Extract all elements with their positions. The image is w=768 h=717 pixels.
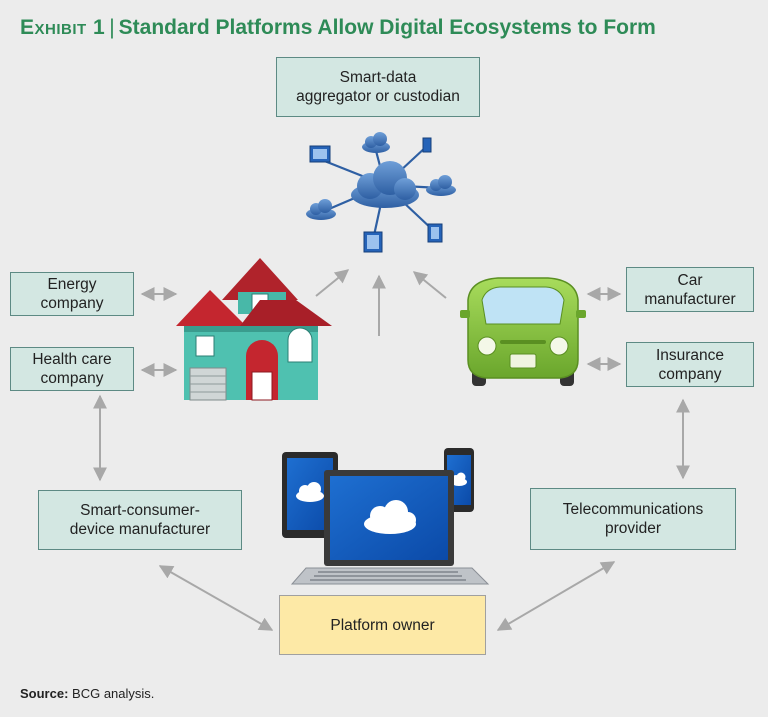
- connector-arrows: [93, 269, 690, 631]
- car-icon: [460, 277, 586, 386]
- arrow-car-cloud: [412, 271, 447, 299]
- laptop-icon: [290, 470, 490, 585]
- node-device-manufacturer: Smart-consumer- device manufacturer: [38, 490, 242, 550]
- node-health: Health care company: [10, 347, 134, 391]
- title-separator: |: [109, 16, 115, 39]
- node-insurance-line1: Insurance: [655, 346, 725, 364]
- exhibit-title: Exhibit 1|Standard Platforms Allow Digit…: [20, 16, 656, 40]
- node-health-line1: Health care: [32, 351, 112, 368]
- node-car-line2: manufacturer: [644, 290, 736, 308]
- source-label: Source:: [20, 686, 69, 701]
- house-icon: [176, 258, 332, 401]
- cloud-network-icon: [306, 132, 456, 253]
- title-text: Standard Platforms Allow Digital Ecosyst…: [118, 16, 656, 39]
- arrow-telecom-owner: [496, 561, 616, 631]
- node-car-manufacturer: Car manufacturer: [626, 267, 754, 312]
- node-owner-label: Platform owner: [330, 616, 435, 634]
- node-energy: Energy company: [10, 272, 134, 316]
- node-telecom-line1: Telecommunications: [562, 501, 704, 518]
- node-aggregator-line2: aggregator or custodian: [296, 88, 460, 105]
- arrow-house-cloud: [315, 269, 350, 297]
- node-energy-line1: Energy: [47, 276, 97, 293]
- node-insurance-line2: company: [658, 365, 722, 383]
- exhibit-label: Exhibit 1: [20, 16, 106, 39]
- node-device-line2: device manufacturer: [69, 521, 211, 538]
- node-car-line1: Car: [677, 271, 703, 289]
- node-device-line1: Smart-consumer-: [80, 502, 200, 519]
- node-energy-line2: company: [40, 295, 104, 312]
- node-health-line2: company: [40, 370, 104, 387]
- node-platform-owner: Platform owner: [279, 595, 486, 655]
- node-aggregator-line1: Smart-data: [339, 69, 417, 86]
- node-aggregator: Smart-data aggregator or custodian: [276, 57, 480, 117]
- node-telecom: Telecommunications provider: [530, 488, 736, 550]
- node-insurance: Insurance company: [626, 342, 754, 387]
- source-note: Source: BCG analysis.: [20, 686, 154, 701]
- source-text: BCG analysis.: [72, 686, 155, 701]
- node-telecom-line2: provider: [605, 520, 661, 537]
- arrow-device-owner: [158, 565, 274, 631]
